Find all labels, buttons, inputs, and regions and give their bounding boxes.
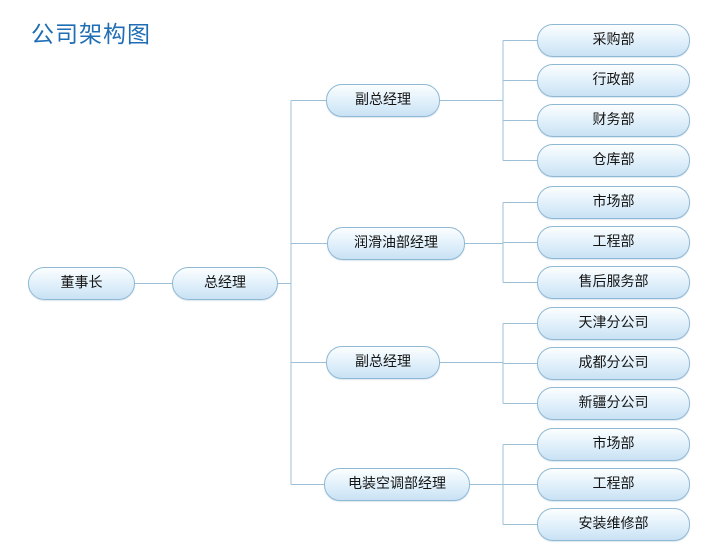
node-tianjin-branch[interactable]: 天津分公司 [537,307,690,340]
node-installation-maintenance-dept[interactable]: 安装维修部 [537,508,690,541]
node-label: 董事长 [60,275,103,291]
node-label: 财务部 [592,112,635,128]
node-label: 工程部 [592,234,635,250]
node-chairman[interactable]: 董事长 [28,267,135,300]
node-marketing-dept-lubricant[interactable]: 市场部 [537,186,690,219]
node-label: 新疆分公司 [578,395,649,411]
node-label: 总经理 [204,275,246,291]
node-label: 成都分公司 [578,355,649,371]
node-deputy-general-manager-1[interactable]: 副总经理 [326,84,440,117]
node-general-manager[interactable]: 总经理 [172,267,278,300]
node-marketing-dept-hvac[interactable]: 市场部 [537,428,690,461]
node-label: 市场部 [592,194,635,210]
page-title: 公司架构图 [31,22,151,48]
node-label: 副总经理 [355,92,411,108]
node-label: 仓库部 [592,152,635,168]
node-label: 副总经理 [355,354,411,370]
node-after-sales-service-dept[interactable]: 售后服务部 [537,266,690,299]
node-engineering-dept-hvac[interactable]: 工程部 [537,468,690,501]
node-label: 市场部 [592,436,635,452]
node-purchasing-dept[interactable]: 采购部 [537,24,690,57]
node-label: 天津分公司 [578,315,649,331]
node-finance-dept[interactable]: 财务部 [537,104,690,137]
node-hvac-dept-manager[interactable]: 电装空调部经理 [324,468,470,501]
node-engineering-dept-lubricant[interactable]: 工程部 [537,226,690,259]
node-warehouse-dept[interactable]: 仓库部 [537,144,690,177]
node-lubricant-dept-manager[interactable]: 润滑油部经理 [327,227,465,260]
node-label: 润滑油部经理 [354,235,438,251]
node-deputy-general-manager-2[interactable]: 副总经理 [326,346,440,379]
node-label: 行政部 [592,72,635,88]
node-administration-dept[interactable]: 行政部 [537,64,690,97]
node-label: 电装空调部经理 [348,476,446,492]
node-chengdu-branch[interactable]: 成都分公司 [537,347,690,380]
node-xinjiang-branch[interactable]: 新疆分公司 [537,387,690,420]
node-label: 安装维修部 [578,516,649,532]
node-label: 售后服务部 [578,274,649,290]
node-label: 采购部 [592,32,635,48]
node-label: 工程部 [592,476,635,492]
